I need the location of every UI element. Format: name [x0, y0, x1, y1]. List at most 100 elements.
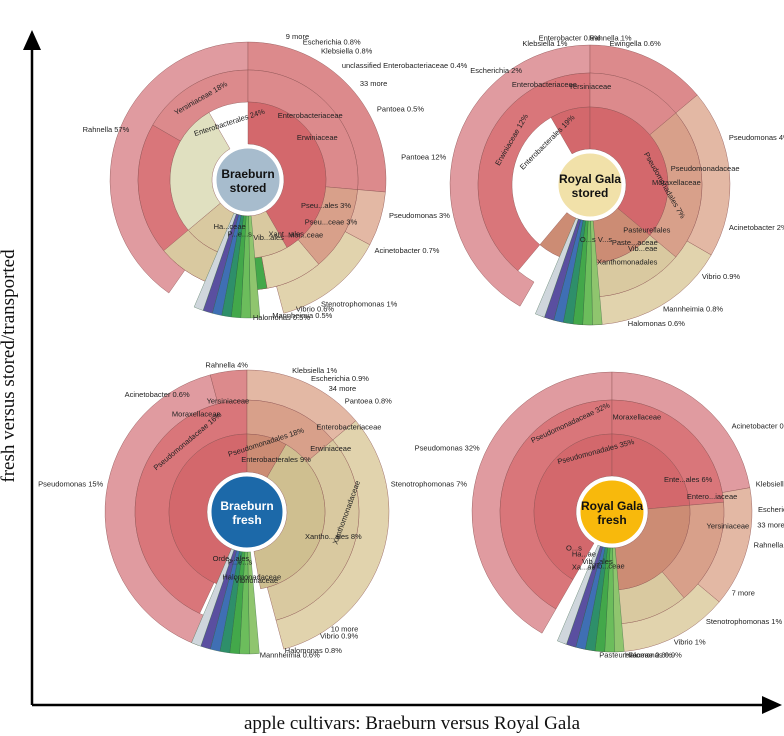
segment-label: Ha...ae [572, 550, 596, 559]
y-axis-arrow [23, 30, 41, 50]
segment-label: Entero...iaceae [687, 492, 737, 501]
segment-label: Moraxellaceae [612, 412, 661, 421]
segment-label: 33 more [757, 520, 784, 529]
segment-label: Stenotrophomonas 1% [321, 299, 398, 308]
segment-label: Vib...ales [582, 557, 613, 566]
segment-label: Orde...ales [213, 554, 250, 563]
center-label-line1: Royal Gala [559, 172, 621, 186]
segment-label: Rahnella 2% [754, 540, 784, 549]
segment-label: Klebsiella 1% [522, 39, 567, 48]
segment-label: Mor...ceae [288, 230, 323, 239]
segment-label: Vibrio 0.9% [702, 272, 741, 281]
segment-label: Halomonas 0.5% [253, 313, 310, 322]
segment-label: Yersiniaceae [707, 522, 750, 531]
x-axis-label: apple cultivars: Braeburn versus Royal G… [244, 713, 581, 734]
segment-label: Escherichia 1% [758, 505, 784, 514]
center-circle [210, 475, 284, 549]
segment-label: Yersiniaceae [569, 82, 612, 91]
segment-label: 33 more [360, 79, 388, 88]
segment-label: Enterobacteriaceae [316, 422, 381, 431]
segment-label: Xa...ae [572, 562, 596, 571]
y-axis-label: fresh versus stored/transported [0, 249, 19, 483]
minor-taxa-segment [535, 217, 579, 318]
segment-label: P...e...s [228, 558, 253, 567]
segment-label: Vib...eae [628, 244, 657, 253]
segment-label: Vibrio 0.6% [296, 305, 335, 314]
segment-label: O...s V...s [580, 235, 612, 244]
center-label-line1: Royal Gala [581, 499, 643, 513]
x-axis-arrow [762, 696, 782, 714]
segment-label: Vib...ceae [591, 561, 624, 570]
middle-segment [477, 72, 591, 272]
segment-label: Rahnella 4% [205, 360, 248, 369]
segment-label: 9 more [286, 32, 309, 41]
segment-label: O...s [566, 544, 582, 553]
segment-label: Pantoea 0.5% [377, 104, 424, 113]
segment-label: Enterobacterales 9% [241, 455, 311, 464]
segment-label: Klebsiella 0.8% [321, 47, 373, 56]
axes [23, 30, 782, 714]
segment-label: 34 more [329, 384, 357, 393]
segment-label: Moraxellaceae [172, 410, 221, 419]
segment-label: Pseudomonas 3% [389, 211, 450, 220]
segment-label: Stenotrophomonas 7% [391, 480, 468, 489]
segment-label: Xantho...ales 8% [305, 532, 362, 541]
segment-label: Enterobacteriaceae [512, 80, 577, 89]
segment-label: Vibrio 1% [674, 637, 706, 646]
segment-label: Pseudomonas 32% [415, 443, 480, 452]
segment-label: Halomonas 0.8% [285, 646, 342, 655]
segment-label: Moraxellaceae [652, 178, 701, 187]
segment-label: Acinetobacter 0.7% [374, 246, 439, 255]
segment-label: Acinetobacter 0.6% [125, 390, 190, 399]
segment-label: Pantoea 0.8% [345, 397, 392, 406]
segment-label: Xant...ales [269, 229, 305, 238]
minor-taxa-segment [193, 212, 237, 311]
segment-label: Yersiniaceae [207, 397, 250, 406]
segment-label: Mannheimia 0.5% [272, 311, 332, 320]
segment-label: Pseu...ceae 3% [305, 217, 358, 226]
segment-label: Stenotrophomonas 1% [706, 617, 783, 626]
minor-taxa-segment [191, 548, 235, 647]
segment-label: Pseudomonas 15% [38, 480, 103, 489]
segment-label: Halomonadaceae [222, 573, 281, 582]
segment-label: 7 more [732, 589, 755, 598]
segment-label: Vibrionaceae [234, 576, 278, 585]
center-label-line2: stored [230, 181, 267, 195]
segment-label: unclassified Enterobacteriaceae 0.4% [342, 61, 468, 70]
segment-label: Pasteurellales [623, 226, 670, 235]
segment-label: P...e...s [227, 229, 252, 238]
segment-label: Pseudomonas 4% [729, 133, 784, 142]
segment-label: Klebsiella 1% [292, 366, 337, 375]
segment-label: Vibrio 0.9% [320, 631, 359, 640]
segment-label: Enterobacteriaceae [278, 111, 343, 120]
segment-label: Ente...ales 6% [664, 475, 713, 484]
segment-label: Escherichia 2% [470, 66, 522, 75]
segment-label: Erwiniaceae [310, 444, 351, 453]
segment-label: Enterobacter 0.5% [539, 33, 601, 42]
segment-label: 10 more [331, 625, 359, 634]
segment-label: Halomonas 0.6% [628, 319, 685, 328]
segment-label: Acinetobacter 0.8% [732, 421, 784, 430]
center-label-line1: Braeburn [221, 167, 274, 181]
segment-label: Mannheimia 0.6% [260, 650, 320, 659]
center-label-line2: fresh [232, 513, 261, 527]
segment-label: Ha...ceae [214, 222, 246, 231]
segment-label: Xanthomonadales [597, 258, 658, 267]
center-label-line2: fresh [597, 513, 626, 527]
center-label-line2: stored [572, 186, 609, 200]
inner-segment [168, 433, 248, 586]
center-circle [215, 147, 281, 213]
inner-segment [533, 433, 613, 580]
inner-segment [589, 106, 669, 236]
minor-taxa-segment [557, 544, 601, 645]
segment-label: Pasteurellaceae 0.8% [599, 650, 672, 659]
segment-label: Pseu...ales 3% [301, 201, 351, 210]
segment-label: Pseudomonadaceae [671, 164, 740, 173]
segment-label: Mannheimia 0.8% [663, 304, 723, 313]
center-label-line1: Braeburn [220, 499, 273, 513]
segment-label: Vib...ales [253, 233, 284, 242]
